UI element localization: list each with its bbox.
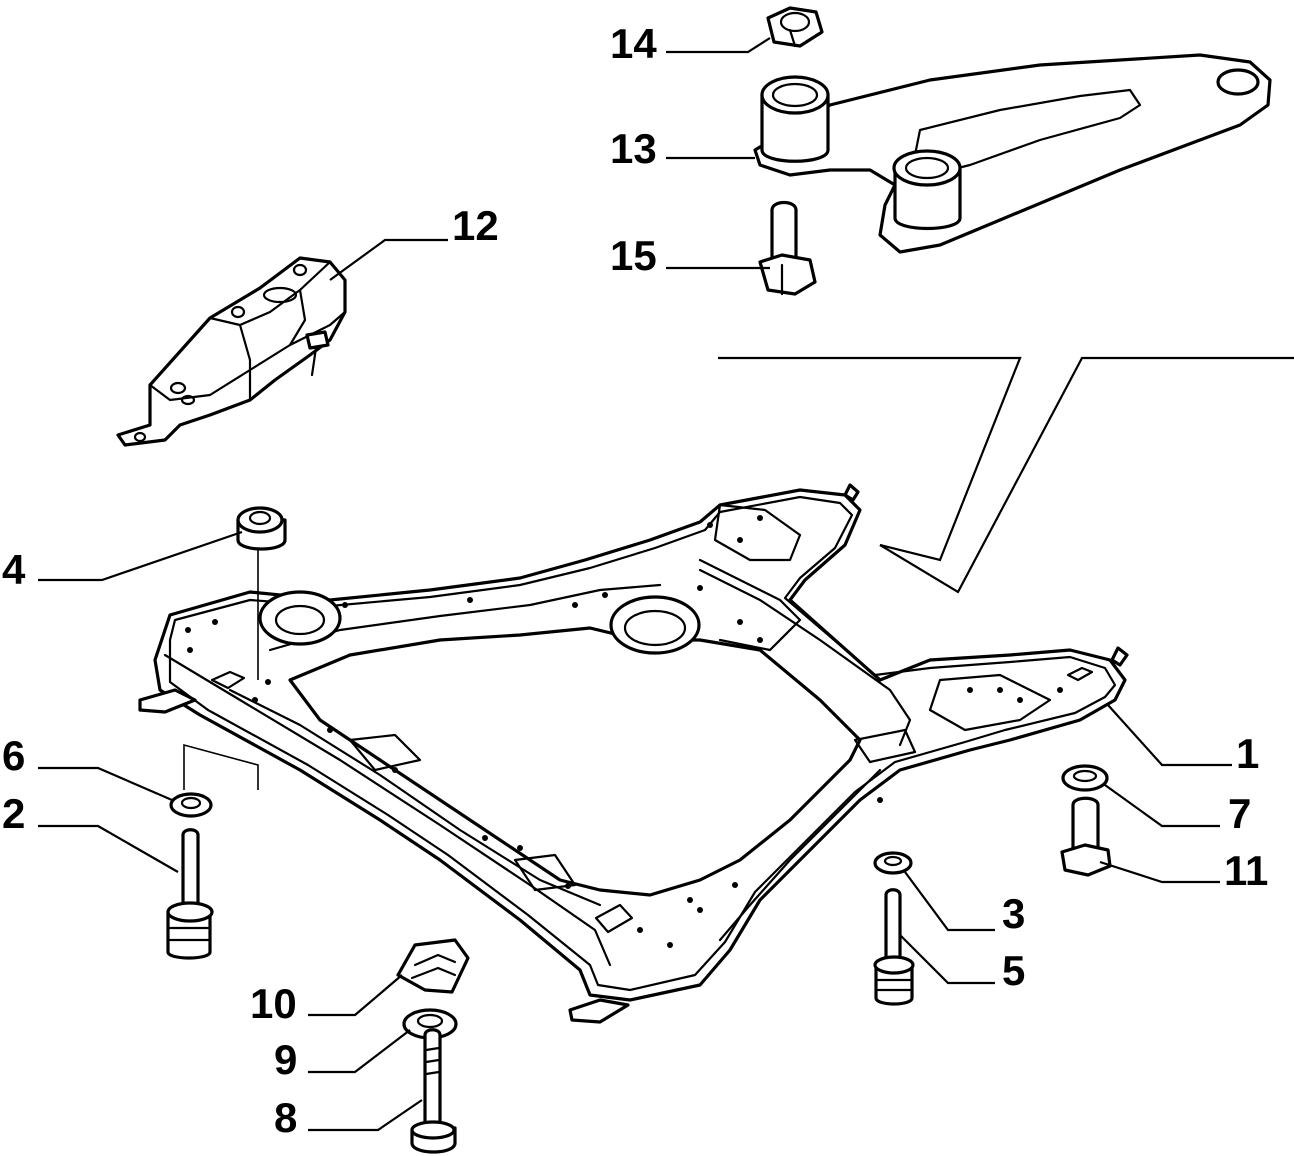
- callout-12: 12: [452, 202, 499, 249]
- callout-3: 3: [1002, 890, 1025, 937]
- callout-1: 1: [1236, 730, 1259, 777]
- callout-5: 5: [1002, 947, 1025, 994]
- callout-14: 14: [610, 20, 657, 67]
- callout-11: 11: [1224, 847, 1268, 894]
- link-plate-13: [753, 53, 1272, 254]
- frame-hole-dots: [185, 515, 1063, 948]
- bolt-8: [410, 1028, 457, 1154]
- callout-4: 4: [2, 546, 26, 593]
- washer-6: [169, 743, 259, 818]
- mount-bracket-12: [116, 256, 347, 447]
- bolt-5: [873, 888, 915, 1006]
- callout-numbers: 14 13 15 12 4 6 2 1 7 11 3 5 10 9 8: [2, 20, 1268, 1141]
- nut-14: [766, 6, 824, 48]
- callout-9: 9: [274, 1036, 297, 1083]
- callout-6: 6: [2, 732, 25, 779]
- break-lines: [718, 356, 1294, 594]
- callout-13: 13: [610, 125, 657, 172]
- washer-9: [402, 1008, 458, 1040]
- washer-7: [1061, 764, 1109, 792]
- subframe: [138, 483, 1129, 1024]
- bolt-2: [166, 828, 214, 960]
- callout-2: 2: [2, 790, 25, 837]
- callout-10: 10: [250, 980, 297, 1027]
- bolt-15: [758, 200, 817, 296]
- washer-3: [873, 851, 913, 875]
- callout-8: 8: [274, 1094, 297, 1141]
- clip-plate-10: [396, 938, 470, 994]
- callout-7: 7: [1228, 790, 1251, 837]
- leader-lines: [38, 37, 1232, 1132]
- callout-15: 15: [610, 232, 657, 279]
- rubber-bushing-4: [236, 506, 287, 680]
